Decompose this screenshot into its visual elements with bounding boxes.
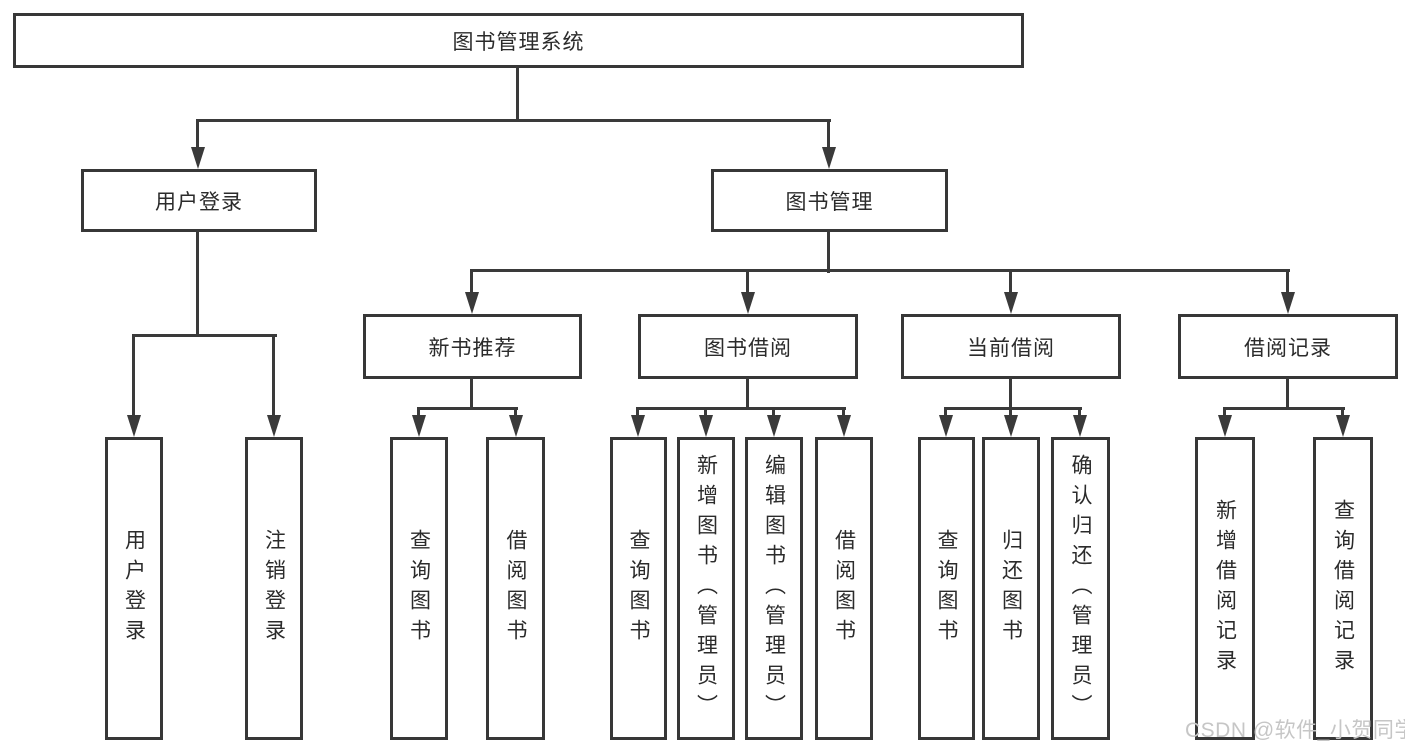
connector-rail	[132, 334, 277, 337]
connector-drop	[636, 407, 639, 418]
csdn-watermark: CSDN @软件_小贺同学	[1185, 719, 1405, 742]
connector-drop	[132, 334, 135, 418]
node-leaf-confirm-return-admin: 确认归还（管理员）	[1051, 437, 1110, 740]
node-leaf-query-books-2: 查询图书	[610, 437, 667, 740]
node-leaf-logout: 注销登录	[245, 437, 303, 740]
node-leaf-add-books-admin: 新增图书（管理员）	[677, 437, 735, 740]
node-leaf-query-books-1: 查询图书	[390, 437, 448, 740]
node-current-borrowing: 当前借阅	[901, 314, 1121, 379]
connector-root-stem	[516, 66, 519, 122]
connector-drop	[470, 269, 473, 295]
connector-stem	[196, 230, 199, 337]
connector-rail	[944, 407, 1082, 410]
connector-rail	[636, 407, 846, 410]
node-leaf-return-books: 归还图书	[982, 437, 1040, 740]
node-leaf-query-books-3: 查询图书	[918, 437, 975, 740]
node-leaf-borrow-books-2: 借阅图书	[815, 437, 873, 740]
node-user-login: 用户登录	[81, 169, 317, 232]
arrow-down-icon	[191, 147, 205, 169]
connector-drop	[1009, 407, 1012, 418]
arrow-down-icon	[412, 415, 426, 437]
node-label: 新书推荐	[428, 336, 517, 360]
connector-rail	[1223, 407, 1345, 410]
arrow-down-icon	[509, 415, 523, 437]
node-book-borrowing: 图书借阅	[638, 314, 858, 379]
node-label: 注销登录	[262, 528, 286, 649]
node-borrowing-records: 借阅记录	[1178, 314, 1398, 379]
arrow-down-icon	[1073, 415, 1087, 437]
connector-stem	[827, 230, 830, 273]
connector-drop	[944, 407, 947, 418]
node-label: 图书管理	[785, 190, 874, 214]
node-leaf-borrow-books-1: 借阅图书	[486, 437, 545, 740]
connector-stem	[1009, 377, 1012, 410]
node-library-management-system: 图书管理系统	[13, 13, 1024, 68]
arrow-down-icon	[267, 415, 281, 437]
connector-rail	[417, 407, 518, 410]
node-label: 查询借阅记录	[1331, 498, 1355, 679]
node-label: 借阅记录	[1244, 336, 1332, 360]
connector-drop	[1078, 407, 1081, 418]
arrow-down-icon	[822, 147, 836, 169]
node-label: 用户登录	[155, 190, 243, 214]
node-label: 用户登录	[122, 528, 146, 649]
node-label: 借阅图书	[832, 528, 856, 649]
arrow-down-icon	[1004, 292, 1018, 314]
arrow-down-icon	[631, 415, 645, 437]
arrow-down-icon	[1004, 415, 1018, 437]
arrow-down-icon	[1218, 415, 1232, 437]
connector-drop	[1286, 269, 1289, 295]
node-book-management: 图书管理	[711, 169, 948, 232]
node-label: 新增借阅记录	[1213, 498, 1237, 679]
node-label: 借阅图书	[504, 528, 527, 649]
node-label: 查询图书	[935, 528, 958, 649]
arrow-down-icon	[465, 292, 479, 314]
connector-drop	[772, 407, 775, 418]
connector-drop	[196, 119, 199, 150]
connector-drop	[827, 119, 830, 150]
node-label: 当前借阅	[967, 336, 1055, 360]
connector-root-rail	[196, 119, 831, 122]
node-label: 确认归还（管理员）	[1069, 453, 1092, 724]
node-leaf-add-borrow-record: 新增借阅记录	[1195, 437, 1255, 740]
arrow-down-icon	[741, 292, 755, 314]
arrow-down-icon	[699, 415, 713, 437]
connector-drop	[514, 407, 517, 418]
node-label: 查询图书	[407, 528, 431, 649]
node-label: 编辑图书（管理员）	[762, 453, 786, 724]
connector-stem	[746, 377, 749, 410]
arrow-down-icon	[1336, 415, 1350, 437]
connector-rail	[470, 269, 1290, 272]
connector-drop	[746, 269, 749, 295]
connector-drop	[1223, 407, 1226, 418]
connector-drop	[704, 407, 707, 418]
connector-stem	[470, 377, 473, 410]
connector-drop	[1009, 269, 1012, 295]
node-leaf-edit-books-admin: 编辑图书（管理员）	[745, 437, 803, 740]
node-new-book-recommendation: 新书推荐	[363, 314, 582, 379]
node-label: 图书借阅	[704, 336, 792, 360]
connector-drop	[842, 407, 845, 418]
connector-drop	[272, 334, 275, 418]
arrow-down-icon	[767, 415, 781, 437]
arrow-down-icon	[939, 415, 953, 437]
connector-drop	[417, 407, 420, 418]
arrow-down-icon	[837, 415, 851, 437]
node-leaf-query-borrow-record: 查询借阅记录	[1313, 437, 1373, 740]
node-label: 图书管理系统	[452, 30, 585, 54]
node-label: 查询图书	[627, 528, 650, 649]
arrow-down-icon	[1281, 292, 1295, 314]
arrow-down-icon	[127, 415, 141, 437]
connector-stem	[1286, 377, 1289, 410]
connector-drop	[1341, 407, 1344, 418]
node-leaf-user-login: 用户登录	[105, 437, 163, 740]
node-label: 归还图书	[999, 528, 1023, 649]
node-label: 新增图书（管理员）	[694, 453, 718, 724]
